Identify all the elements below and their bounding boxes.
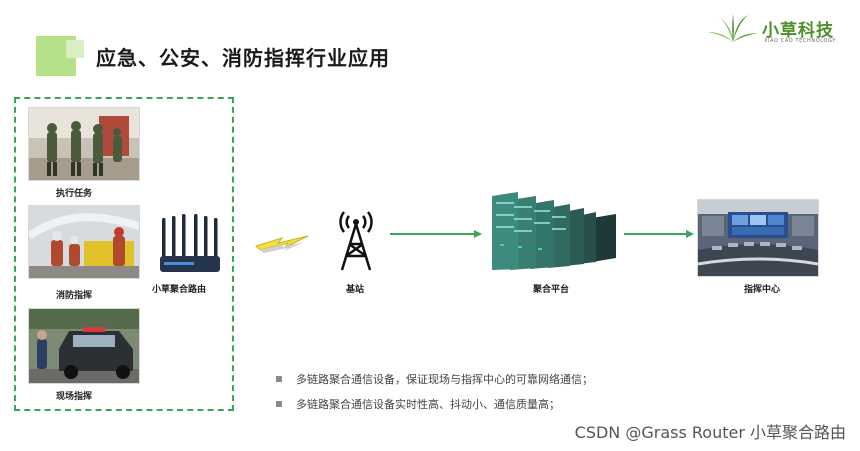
wireless-lightning-icon — [255, 235, 309, 253]
center-label: 指挥中心 — [744, 285, 781, 295]
field-item-label-2: 消防指挥 — [56, 291, 93, 301]
field-devices-box — [14, 97, 234, 411]
grass-logo-icon — [708, 14, 758, 42]
bullet-square-icon — [276, 401, 282, 407]
bullet-text-2: 多链路聚合通信设备实时性高、抖动小、通信质量高； — [296, 398, 560, 411]
soldiers-photo — [28, 107, 140, 181]
field-item-label-1: 执行任务 — [56, 189, 93, 199]
arrow-to-platform — [390, 230, 482, 238]
base-station-icon — [339, 211, 373, 271]
router-label: 小草聚合路由 — [152, 285, 207, 295]
bullet-text-1: 多链路聚合通信设备，保证现场与指挥中心的可靠网络通信； — [296, 373, 593, 386]
firefighters-photo — [28, 205, 140, 279]
station-label: 基站 — [346, 285, 365, 295]
bullet-item-1: 多链路聚合通信设备，保证现场与指挥中心的可靠网络通信； — [276, 371, 593, 387]
command-center-photo — [697, 199, 819, 277]
logo-name-cn: 小草科技 — [762, 21, 834, 41]
title-accent-square-light — [66, 40, 84, 58]
field-item-label-3: 现场指挥 — [56, 392, 93, 402]
watermark-text: CSDN @Grass Router 小草聚合路由 — [574, 423, 846, 442]
police-car-photo — [28, 308, 140, 384]
logo-name-en: XIAO CAO TECHNOLOGY — [764, 38, 836, 44]
bullet-item-2: 多链路聚合通信设备实时性高、抖动小、通信质量高； — [276, 396, 560, 412]
router-icon — [160, 214, 220, 272]
page-title: 应急、公安、消防指挥行业应用 — [96, 46, 390, 70]
server-cluster-icon — [492, 192, 616, 270]
arrow-to-center — [624, 230, 694, 238]
platform-label: 聚合平台 — [533, 285, 570, 295]
bullet-square-icon — [276, 376, 282, 382]
